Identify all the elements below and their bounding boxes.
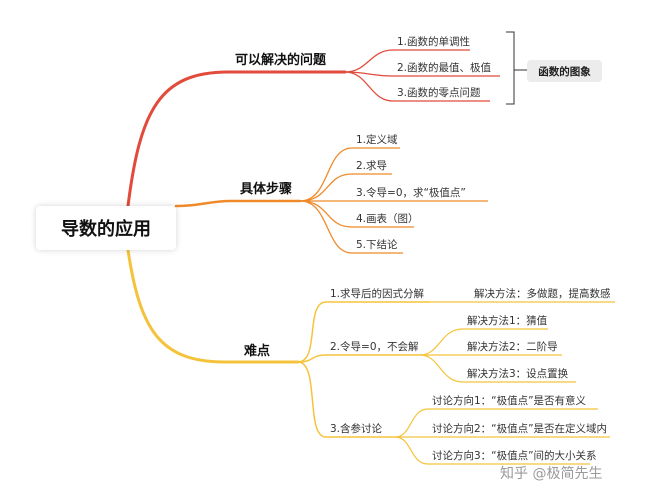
summary-bracket	[506, 31, 527, 105]
solvable-item-2[interactable]: 2.函数的最值、极值	[397, 62, 492, 74]
connector-solvable-2	[344, 71, 500, 77]
steps-item-2[interactable]: 2.求导	[356, 160, 388, 172]
connector-diff-2-child-1	[419, 328, 548, 356]
diff-item-2-child-1[interactable]: 解决方法1：猜值	[467, 315, 548, 327]
connector-diff-1	[297, 301, 430, 363]
steps-item-5[interactable]: 5.下结论	[356, 239, 398, 251]
connector-steps-2	[299, 173, 392, 202]
center-node[interactable]: 导数的应用	[36, 206, 176, 250]
connector-steps-1	[299, 147, 400, 202]
diff-item-3-child-1[interactable]: 讨论方向1：“极值点”是否有意义	[432, 395, 587, 407]
connector-diff-3-child-1	[394, 408, 598, 438]
connector-diff-2-child-3	[419, 354, 576, 383]
diff-item-3-child-2[interactable]: 讨论方向2：“极值点”是否在定义域内	[432, 423, 608, 435]
watermark: 知乎 @极简先生	[500, 466, 603, 482]
connector-diff-2	[297, 354, 420, 363]
steps-item-1[interactable]: 1.定义域	[356, 134, 398, 146]
summary-box[interactable]: 函数的图象	[527, 60, 602, 82]
steps-item-3[interactable]: 3.令导=0，求“极值点”	[356, 187, 466, 199]
diff-item-2-child-3[interactable]: 解决方法3：设点置换	[467, 368, 569, 380]
connector-center-steps	[174, 199, 302, 208]
branch-steps-label[interactable]: 具体步骤	[240, 182, 293, 197]
diff-item-3[interactable]: 3.含参讨论	[330, 423, 383, 435]
connector-steps-5	[299, 200, 403, 254]
connector-solvable-3	[344, 71, 490, 102]
connector-diff-3	[297, 361, 395, 438]
diff-item-2[interactable]: 2.令导=0，不会解	[330, 341, 419, 353]
steps-item-4[interactable]: 4.画表（图）	[356, 213, 419, 225]
connector-solvable-1	[344, 49, 470, 73]
connector-center-solvable	[126, 70, 347, 208]
solvable-item-3[interactable]: 3.函数的零点问题	[397, 87, 481, 99]
diff-item-3-child-3[interactable]: 讨论方向3：“极值点”间的大小关系	[432, 450, 597, 462]
diff-item-1-child-1[interactable]: 解决方法：多做题，提高数感	[474, 288, 611, 300]
branch-solvable-label[interactable]: 可以解决的问题	[235, 53, 327, 68]
solvable-item-1[interactable]: 1.函数的单调性	[397, 36, 471, 48]
branch-difficulties-label[interactable]: 难点	[244, 344, 271, 359]
diff-item-1[interactable]: 1.求导后的因式分解	[330, 288, 425, 300]
connector-diff-3-child-3	[394, 436, 590, 465]
connector-steps-4	[299, 200, 414, 228]
diff-item-2-child-2[interactable]: 解决方法2：二阶导	[467, 341, 558, 353]
connector-center-difficulties	[126, 248, 300, 364]
